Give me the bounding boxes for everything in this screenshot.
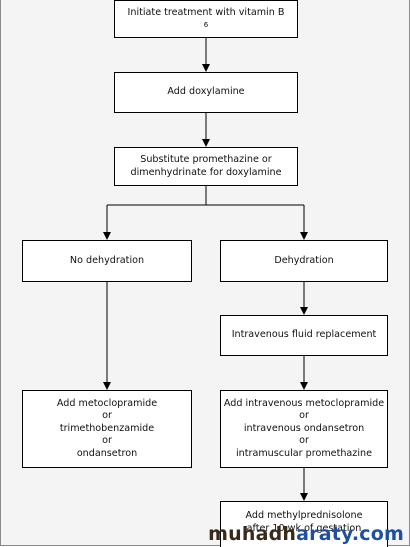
node-methylprednisolone-line-2: after 10 wk of gestation xyxy=(246,522,362,534)
watermark-logo: muhadharaty.com xyxy=(208,523,404,545)
node-doxylamine-text: Add doxylamine xyxy=(167,86,245,98)
node-add-metoclopramide-line-3: trimethobenzamide xyxy=(59,422,155,434)
node-dehydration-text: Dehydration xyxy=(274,254,334,266)
node-vitamin-b6-subscript: 6 xyxy=(203,21,209,29)
node-add-metoclopramide-line-5: ondansetron xyxy=(76,447,138,459)
node-add-metoclopramide-line-4: or xyxy=(102,435,112,447)
node-add-iv-line-3: intravenous ondansetron xyxy=(243,422,365,434)
node-iv-fluid: Intravenous fluid replacement xyxy=(220,315,388,356)
watermark-part-1: muhadh xyxy=(208,523,297,545)
node-no-dehydration: No dehydration xyxy=(22,240,192,282)
node-methylprednisolone-line-1: Add methylprednisolone xyxy=(245,510,363,521)
watermark-part-2: araty.com xyxy=(296,523,404,545)
node-dehydration: Dehydration xyxy=(220,240,388,282)
node-add-iv: Add intravenous metoclopramide or intrav… xyxy=(220,390,388,468)
node-methylprednisolone: Add methylprednisolone after 10 wk of ge… xyxy=(220,501,388,547)
node-add-iv-line-5: intramuscular promethazine xyxy=(236,447,372,459)
node-substitute: Substitute promethazine or dimenhydrinat… xyxy=(114,147,298,186)
node-add-metoclopramide-line-2: or xyxy=(102,410,112,422)
node-add-metoclopramide-line-1: Add metoclopramide xyxy=(56,397,158,409)
node-add-iv-line-4: or xyxy=(299,435,309,447)
node-doxylamine: Add doxylamine xyxy=(114,72,298,113)
node-add-iv-line-2: or xyxy=(299,410,309,422)
node-add-iv-line-1: Add intravenous metoclopramide xyxy=(223,397,385,409)
node-substitute-line-1: Substitute promethazine or xyxy=(140,154,272,165)
node-vitamin-b6: Initiate treatment with vitamin B 6 xyxy=(114,0,298,38)
node-iv-fluid-text: Intravenous fluid replacement xyxy=(231,329,377,341)
node-vitamin-b6-text: Initiate treatment with vitamin B xyxy=(127,6,285,18)
node-no-dehydration-text: No dehydration xyxy=(69,254,145,266)
node-add-metoclopramide: Add metoclopramide or trimethobenzamide … xyxy=(22,390,192,468)
node-substitute-line-2: dimenhydrinate for doxylamine xyxy=(130,166,282,178)
